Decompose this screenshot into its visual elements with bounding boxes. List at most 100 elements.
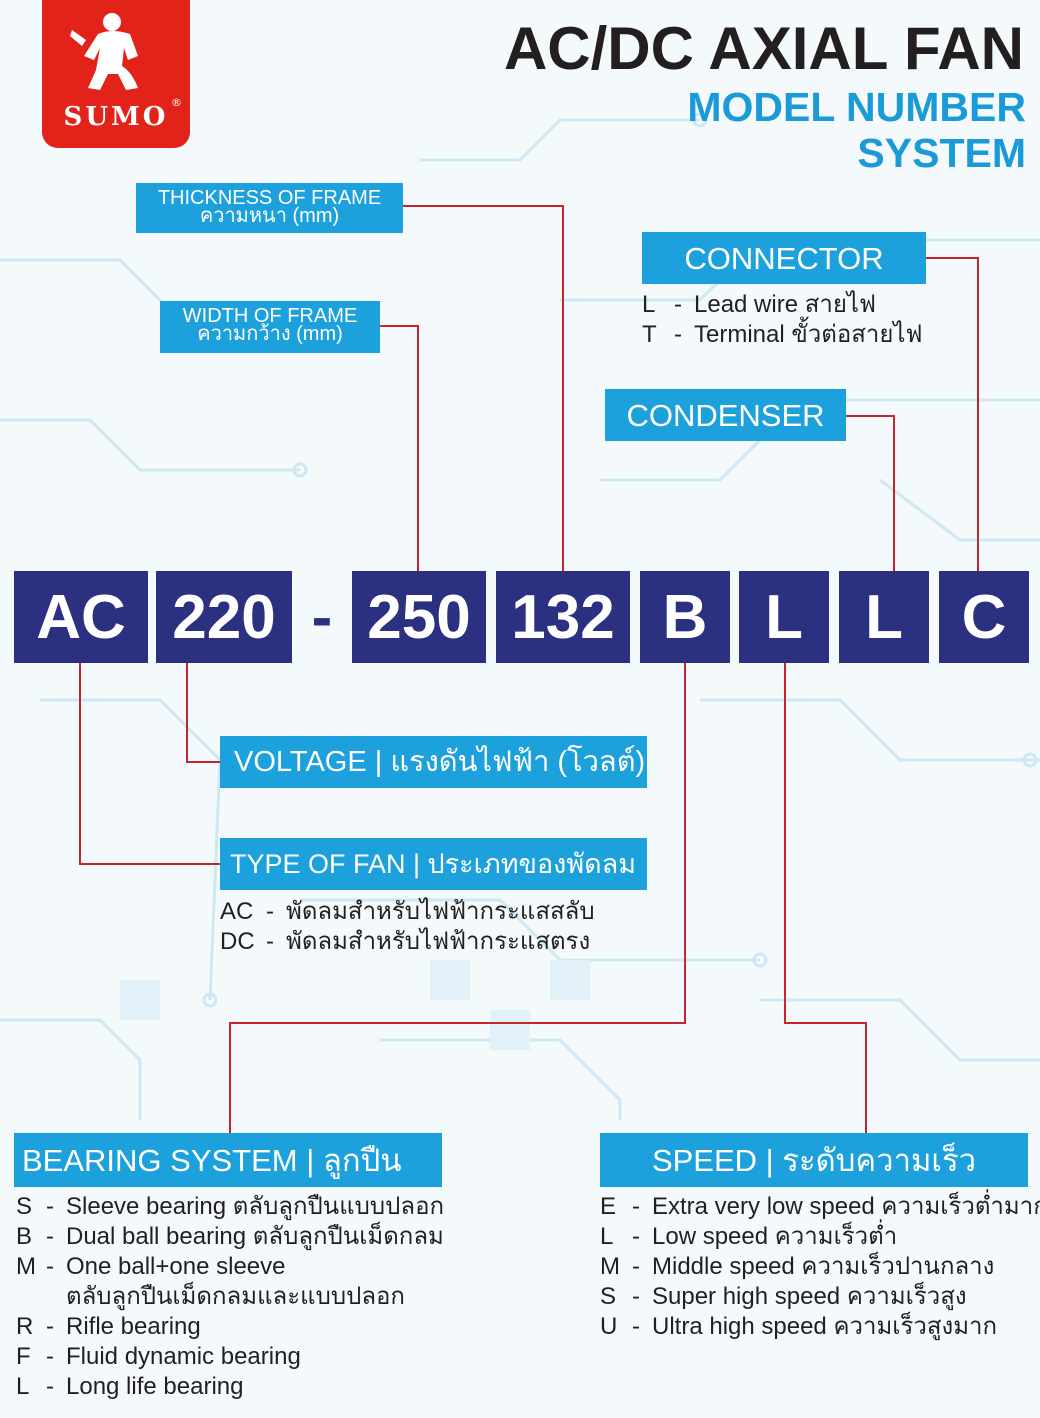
option-code: M bbox=[16, 1253, 36, 1280]
type-line bbox=[79, 663, 220, 865]
width-label-en: WIDTH OF FRAME bbox=[182, 305, 358, 327]
option-separator: - bbox=[46, 1343, 54, 1370]
option-text: Dual ball bearing ตลับลูกปืนเม็ดกลม bbox=[66, 1223, 444, 1250]
thickness-line bbox=[403, 205, 564, 571]
thickness-label-en: THICKNESS OF FRAME bbox=[157, 187, 382, 209]
option-code: AC bbox=[220, 898, 254, 925]
option-row: ตลับลูกปืนเม็ดกลมและแบบปลอก bbox=[16, 1282, 444, 1312]
connector-line bbox=[926, 257, 979, 571]
option-code: M bbox=[600, 1253, 620, 1280]
option-separator: - bbox=[674, 291, 682, 318]
code-width-box: 250 bbox=[352, 571, 486, 663]
registered-mark: ® bbox=[171, 96, 182, 109]
option-separator: - bbox=[46, 1253, 54, 1280]
option-code: T bbox=[642, 321, 657, 348]
option-row: M-One ball+one sleeve bbox=[16, 1252, 444, 1282]
option-separator: - bbox=[266, 928, 274, 955]
sumo-wrestler-icon bbox=[70, 13, 138, 90]
option-row: L-Lead wire สายไฟ bbox=[642, 290, 923, 320]
option-code: B bbox=[16, 1223, 33, 1250]
option-code: F bbox=[16, 1343, 31, 1370]
page-title: AC/DC AXIAL FAN bbox=[503, 15, 1024, 82]
page-subtitle-line2: SYSTEM bbox=[857, 130, 1026, 176]
option-code: L bbox=[16, 1373, 30, 1400]
option-separator: - bbox=[632, 1283, 640, 1310]
option-row: R-Rifle bearing bbox=[16, 1312, 444, 1342]
option-text: Fluid dynamic bearing bbox=[66, 1343, 301, 1370]
option-separator: - bbox=[632, 1313, 640, 1340]
option-text: Low speed ความเร็วต่ำ bbox=[652, 1223, 898, 1250]
speed-line bbox=[784, 663, 867, 1133]
sumo-logo: SUMO ® bbox=[42, 0, 190, 148]
option-separator: - bbox=[632, 1193, 640, 1220]
option-row: L-Low speed ความเร็วต่ำ bbox=[600, 1222, 1040, 1252]
bearing-label: BEARING SYSTEM | ลูกปืน bbox=[14, 1133, 442, 1187]
option-separator: - bbox=[46, 1193, 54, 1220]
connector-label: CONNECTOR bbox=[642, 232, 926, 284]
voltage-line bbox=[186, 663, 220, 763]
option-row: DC-พัดลมสำหรับไฟฟ้ากระแสตรง bbox=[220, 927, 595, 957]
option-row: L-Long life bearing bbox=[16, 1372, 444, 1402]
option-code: S bbox=[16, 1193, 33, 1220]
code-thickness-box: 132 bbox=[496, 571, 630, 663]
option-separator: - bbox=[266, 898, 274, 925]
option-row: E-Extra very low speed ความเร็วต่ำมาก bbox=[600, 1192, 1040, 1222]
bearing-line bbox=[229, 663, 686, 1133]
option-text: One ball+one sleeve bbox=[66, 1253, 286, 1280]
option-separator: - bbox=[632, 1223, 640, 1250]
width-label: WIDTH OF FRAME ความกว้าง (mm) bbox=[160, 301, 380, 353]
option-text: Long life bearing bbox=[66, 1373, 244, 1400]
option-text: Rifle bearing bbox=[66, 1313, 201, 1340]
code-speed-box: L bbox=[739, 571, 829, 663]
option-row: S-Sleeve bearing ตลับลูกปืนแบบปลอก bbox=[16, 1192, 444, 1222]
code-type-box: AC bbox=[14, 571, 148, 663]
option-code: L bbox=[642, 291, 656, 318]
option-text: Extra very low speed ความเร็วต่ำมาก bbox=[652, 1193, 1040, 1220]
option-text: Ultra high speed ความเร็วสูงมาก bbox=[652, 1313, 998, 1340]
condenser-line bbox=[846, 415, 895, 571]
option-text: พัดลมสำหรับไฟฟ้ากระแสสลับ bbox=[286, 898, 595, 925]
width-label-th: ความกว้าง (mm) bbox=[197, 323, 343, 345]
type-label: TYPE OF FAN | ประเภทของพัดลม bbox=[220, 838, 647, 890]
option-text: Lead wire สายไฟ bbox=[694, 291, 876, 318]
option-code: DC bbox=[220, 928, 255, 955]
option-text: Sleeve bearing ตลับลูกปืนแบบปลอก bbox=[66, 1193, 445, 1220]
voltage-label: VOLTAGE | แรงดันไฟฟ้า (โวลต์) bbox=[220, 736, 647, 788]
option-separator bbox=[46, 1282, 66, 1312]
code-bearing-box: B bbox=[640, 571, 730, 663]
option-text: Middle speed ความเร็วปานกลาง bbox=[652, 1253, 995, 1280]
option-text: ตลับลูกปืนเม็ดกลมและแบบปลอก bbox=[66, 1283, 405, 1310]
option-separator: - bbox=[46, 1223, 54, 1250]
option-code: S bbox=[600, 1283, 617, 1310]
option-code: L bbox=[600, 1223, 614, 1250]
option-code: R bbox=[16, 1313, 34, 1340]
code-dash: - bbox=[311, 582, 333, 652]
option-row: M-Middle speed ความเร็วปานกลาง bbox=[600, 1252, 1040, 1282]
option-text: Terminal ขั้วต่อสายไฟ bbox=[694, 321, 923, 348]
code-voltage-box: 220 bbox=[156, 571, 292, 663]
speed-label: SPEED | ระดับความเร็ว bbox=[600, 1133, 1028, 1187]
option-text: พัดลมสำหรับไฟฟ้ากระแสตรง bbox=[286, 928, 591, 955]
page-subtitle-line1: MODEL NUMBER bbox=[687, 84, 1026, 130]
code-connector-box: L bbox=[839, 571, 929, 663]
option-text: Super high speed ความเร็วสูง bbox=[652, 1283, 967, 1310]
option-row: U-Ultra high speed ความเร็วสูงมาก bbox=[600, 1312, 1040, 1342]
thickness-label-th: ความหนา (mm) bbox=[199, 205, 340, 227]
option-code: U bbox=[600, 1313, 618, 1340]
option-row: B-Dual ball bearing ตลับลูกปืนเม็ดกลม bbox=[16, 1222, 444, 1252]
option-code bbox=[16, 1282, 46, 1312]
width-line bbox=[380, 325, 419, 571]
option-row: T-Terminal ขั้วต่อสายไฟ bbox=[642, 320, 923, 350]
thickness-label: THICKNESS OF FRAME ความหนา (mm) bbox=[136, 183, 403, 233]
logo-wordmark: SUMO bbox=[63, 102, 169, 132]
option-row: F-Fluid dynamic bearing bbox=[16, 1342, 444, 1372]
option-separator: - bbox=[632, 1253, 640, 1280]
option-code: E bbox=[600, 1193, 617, 1220]
option-row: AC-พัดลมสำหรับไฟฟ้ากระแสสลับ bbox=[220, 897, 595, 927]
condenser-label: CONDENSER bbox=[605, 389, 846, 441]
